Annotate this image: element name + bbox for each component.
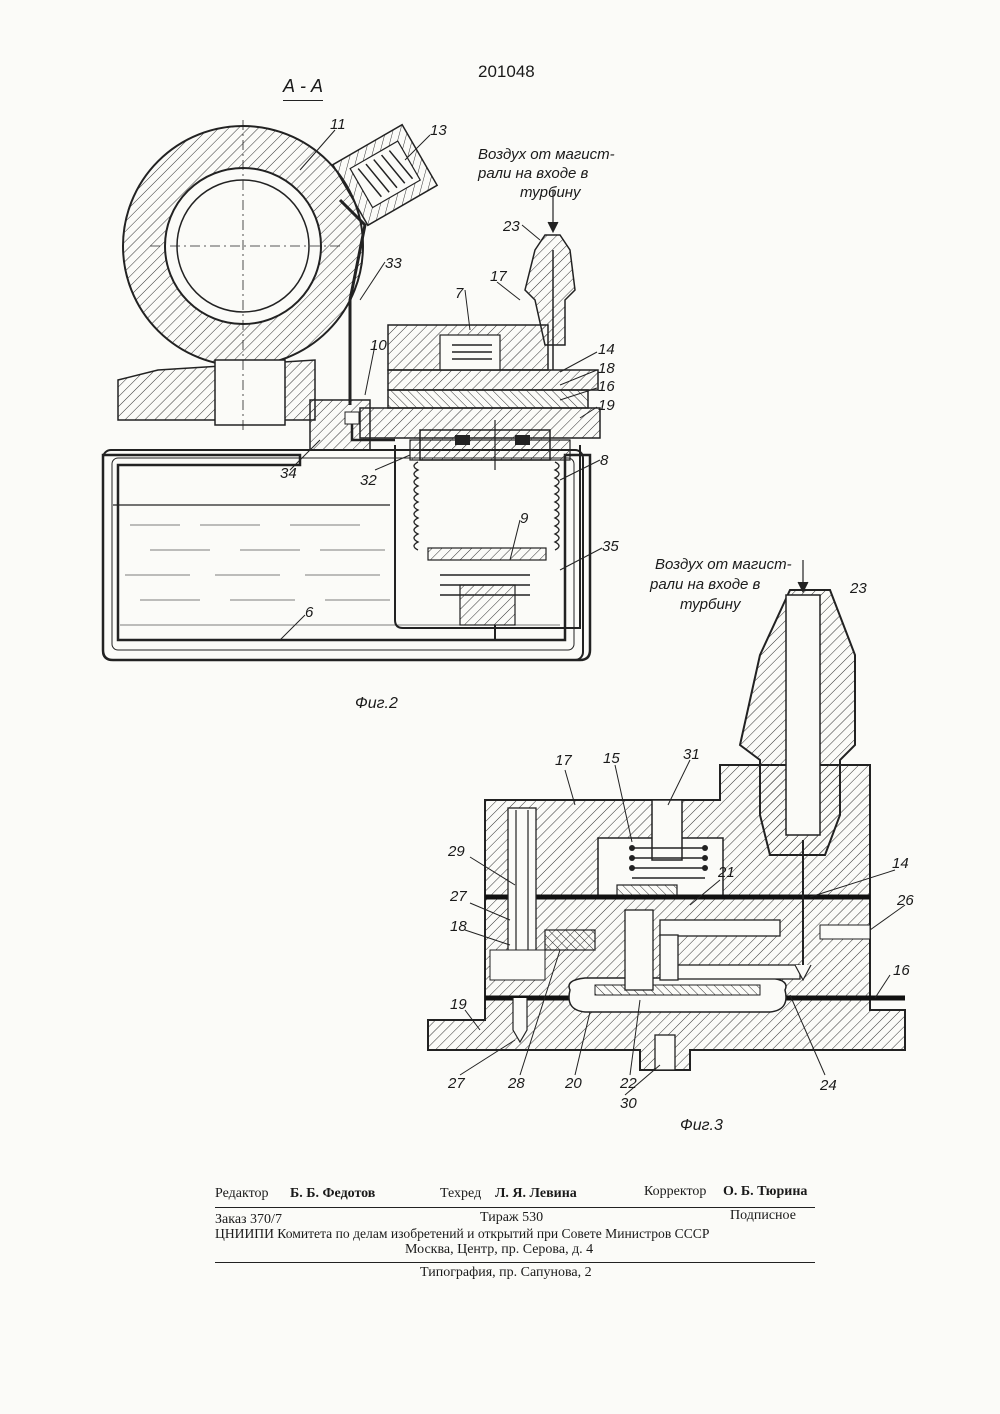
fig3-label-23: 23 [850,580,867,597]
fig2-air-line-3: турбину [520,184,581,201]
bellows-chamber-8 [395,440,580,640]
institute: ЦНИИПИ Комитета по делам изобретений и о… [215,1226,709,1242]
fig3-label-27b: 27 [448,1075,465,1092]
fig2-label-11: 11 [330,116,346,133]
print-run: Тираж 530 [480,1210,543,1226]
techred-label: Техред [440,1186,481,1202]
fig3-air-line-2: рали на входе в [650,576,760,593]
fig3-label-20: 20 [565,1075,582,1092]
fig2-label-18: 18 [598,360,615,377]
corrector-name: О. Б. Тюрина [723,1184,807,1200]
fig3-label-29: 29 [448,843,465,860]
fig2-label-23: 23 [503,218,520,235]
fig3-label-22: 22 [620,1075,637,1092]
fig2-caption: Фиг.2 [355,695,398,713]
fig3-label-30: 30 [620,1095,637,1112]
fig2-label-19: 19 [598,397,615,414]
fig3-label-27a: 27 [450,888,467,905]
turbine-housing [118,120,363,430]
fig3-label-28: 28 [508,1075,525,1092]
fig2-label-13: 13 [430,122,447,139]
editor-label: Редактор [215,1186,269,1202]
fig2-label-16: 16 [598,378,615,395]
fig3-label-19: 19 [450,996,467,1013]
fig2-label-32: 32 [360,472,377,489]
fig2-label-33: 33 [385,255,402,272]
techred-name: Л. Я. Левина [495,1186,577,1202]
fig2-label-9: 9 [520,510,528,527]
printing: Типография, пр. Сапунова, 2 [420,1265,592,1281]
fig2-label-17: 17 [490,268,507,285]
corrector-label: Корректор [644,1184,706,1200]
fig3-label-31: 31 [683,746,700,763]
fig3-label-15: 15 [603,750,620,767]
subscription: Подписное [730,1208,796,1224]
fig2-label-8: 8 [600,452,608,469]
fig2-label-35: 35 [602,538,619,555]
fig3-label-21: 21 [718,864,735,881]
fig3-air-line-1: Воздух от магист- [655,556,792,573]
fig2-label-6: 6 [305,604,313,621]
fig3-label-18: 18 [450,918,467,935]
editor-name: Б. Б. Федотов [290,1186,375,1202]
fig2-label-34: 34 [280,465,297,482]
fig3-label-16: 16 [893,962,910,979]
fig3-label-26: 26 [897,892,914,909]
fig3-label-17: 17 [555,752,572,769]
block-34 [310,400,370,450]
fig3-caption: Фиг.3 [680,1117,723,1135]
address: Москва, Центр, пр. Серова, д. 4 [405,1242,593,1258]
fig2-label-10: 10 [370,337,387,354]
fig2-air-line-2: рали на входе в [478,165,588,182]
fig3-label-14: 14 [892,855,909,872]
fig2-label-14: 14 [598,341,615,358]
fig2-label-7: 7 [455,285,463,302]
fig3-label-24: 24 [820,1077,837,1094]
fig2-air-line-1: Воздух от магист- [478,146,615,163]
fig3-drawing [428,590,905,1070]
fig3-air-line-3: турбину [680,596,741,613]
